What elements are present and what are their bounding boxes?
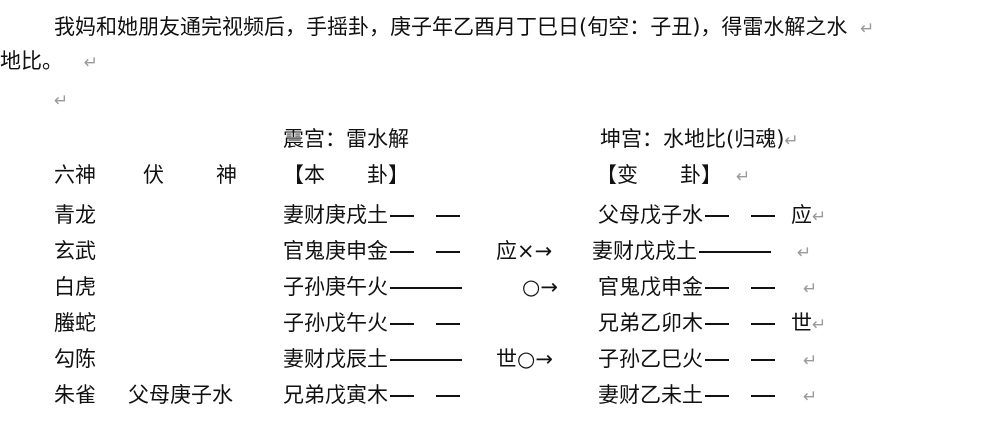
change-yao-text: 妻财戊戌土 bbox=[592, 239, 697, 263]
header-change: 【变 卦】 ↵ bbox=[596, 162, 750, 190]
paragraph-mark-icon: ↵ bbox=[797, 243, 812, 263]
row-liushen: 青龙 bbox=[54, 203, 96, 227]
moving-symbol: ○→ bbox=[522, 275, 558, 299]
main-yao-text: 子孙庚午火 bbox=[283, 275, 388, 299]
header-fu: 伏 bbox=[143, 163, 164, 187]
row-liushen: 勾陈 bbox=[54, 347, 96, 371]
change-shiying-label: 应 bbox=[791, 203, 812, 227]
row-moving-marker: 世○→ bbox=[496, 346, 553, 372]
row-fushen: 父母庚子水 bbox=[128, 383, 233, 407]
palace-change-text: 坤宫：水地比(归魂) bbox=[600, 127, 785, 151]
paragraph-text-2: 地比。 bbox=[0, 49, 63, 73]
row-liushen: 朱雀 bbox=[54, 383, 96, 407]
paragraph-mark-icon: ↵ bbox=[83, 53, 98, 73]
empty-line: ↵ bbox=[48, 86, 68, 114]
palace-main: 震宫：雷水解 bbox=[283, 127, 409, 151]
moving-symbol: ○→ bbox=[517, 347, 553, 371]
header-shen: 神 bbox=[216, 163, 237, 187]
yang-line bbox=[390, 359, 462, 361]
row-main-yao: 兄弟戊寅木 bbox=[283, 382, 462, 408]
paragraph-mark-icon: ↵ bbox=[54, 91, 69, 111]
change-yao-text: 妻财乙未土 bbox=[598, 383, 703, 407]
main-yao-text: 子孙戊午火 bbox=[283, 311, 388, 335]
main-yao-text: 兄弟戊寅木 bbox=[283, 383, 388, 407]
row-main-yao: 子孙庚午火 bbox=[283, 274, 462, 300]
row-liushen: 螣蛇 bbox=[54, 311, 96, 335]
change-yao-text: 子孙乙巳火 bbox=[598, 347, 703, 371]
main-yao-text: 妻财庚戌土 bbox=[283, 203, 388, 227]
paragraph-line-2: 地比。 ↵ bbox=[0, 48, 98, 76]
palace-change: 坤宫：水地比(归魂)↵ bbox=[600, 126, 799, 154]
paragraph-mark-icon: ↵ bbox=[803, 351, 818, 371]
yin-line bbox=[390, 215, 462, 217]
shiying-label: 世 bbox=[496, 347, 517, 371]
yang-line bbox=[390, 287, 462, 289]
yin-line bbox=[390, 395, 462, 397]
change-yao-text: 兄弟乙卯木 bbox=[598, 311, 703, 335]
paragraph-mark-icon: ↵ bbox=[812, 315, 827, 335]
row-change-yao: 兄弟乙卯木 世↵ bbox=[598, 310, 826, 338]
shiying-label: 应 bbox=[496, 239, 517, 263]
row-change-yao: 子孙乙巳火 ↵ bbox=[598, 346, 817, 374]
paragraph-text-1: 我妈和她朋友通完视频后，手摇卦，庚子年乙酉月丁巳日(旬空：子丑)，得雷水解之水 bbox=[54, 15, 848, 39]
yin-line bbox=[705, 323, 777, 325]
header-change-text: 【变 卦】 bbox=[596, 163, 722, 187]
row-main-yao: 官鬼庚申金 bbox=[283, 238, 462, 264]
yin-line bbox=[705, 215, 777, 217]
row-moving-marker: ○→ bbox=[522, 274, 558, 300]
row-main-yao: 妻财庚戌土 bbox=[283, 202, 462, 228]
yin-line bbox=[390, 251, 462, 253]
yin-line bbox=[705, 395, 777, 397]
paragraph-mark-icon: ↵ bbox=[812, 207, 827, 227]
paragraph-mark-icon: ↵ bbox=[784, 131, 799, 151]
row-liushen: 白虎 bbox=[54, 275, 96, 299]
change-yao-text: 官鬼戊申金 bbox=[598, 275, 703, 299]
yin-line bbox=[390, 323, 462, 325]
main-yao-text: 妻财戊辰土 bbox=[283, 347, 388, 371]
row-change-yao: 妻财乙未土 ↵ bbox=[598, 382, 817, 410]
header-liushen: 六神 bbox=[54, 163, 96, 187]
yin-line bbox=[705, 359, 777, 361]
yang-line bbox=[699, 251, 771, 253]
row-liushen: 玄武 bbox=[54, 239, 96, 263]
paragraph-mark-icon: ↵ bbox=[803, 387, 818, 407]
yin-line bbox=[705, 287, 777, 289]
row-moving-marker: 应×→ bbox=[496, 238, 552, 264]
change-shiying-label: 世 bbox=[791, 311, 812, 335]
paragraph-mark-icon: ↵ bbox=[860, 19, 875, 39]
paragraph-line-1: 我妈和她朋友通完视频后，手摇卦，庚子年乙酉月丁巳日(旬空：子丑)，得雷水解之水 … bbox=[54, 14, 874, 42]
row-main-yao: 子孙戊午火 bbox=[283, 310, 462, 336]
moving-symbol: ×→ bbox=[517, 239, 553, 263]
row-change-yao: 父母戊子水 应↵ bbox=[598, 202, 826, 230]
change-yao-text: 父母戊子水 bbox=[598, 203, 703, 227]
paragraph-mark-icon: ↵ bbox=[736, 167, 751, 187]
row-change-yao: 官鬼戊申金 ↵ bbox=[598, 274, 817, 302]
paragraph-mark-icon: ↵ bbox=[803, 279, 818, 299]
header-main: 【本 卦】 bbox=[283, 163, 409, 187]
row-main-yao: 妻财戊辰土 bbox=[283, 346, 462, 372]
row-change-yao: 妻财戊戌土 ↵ bbox=[592, 238, 811, 266]
main-yao-text: 官鬼庚申金 bbox=[283, 239, 388, 263]
